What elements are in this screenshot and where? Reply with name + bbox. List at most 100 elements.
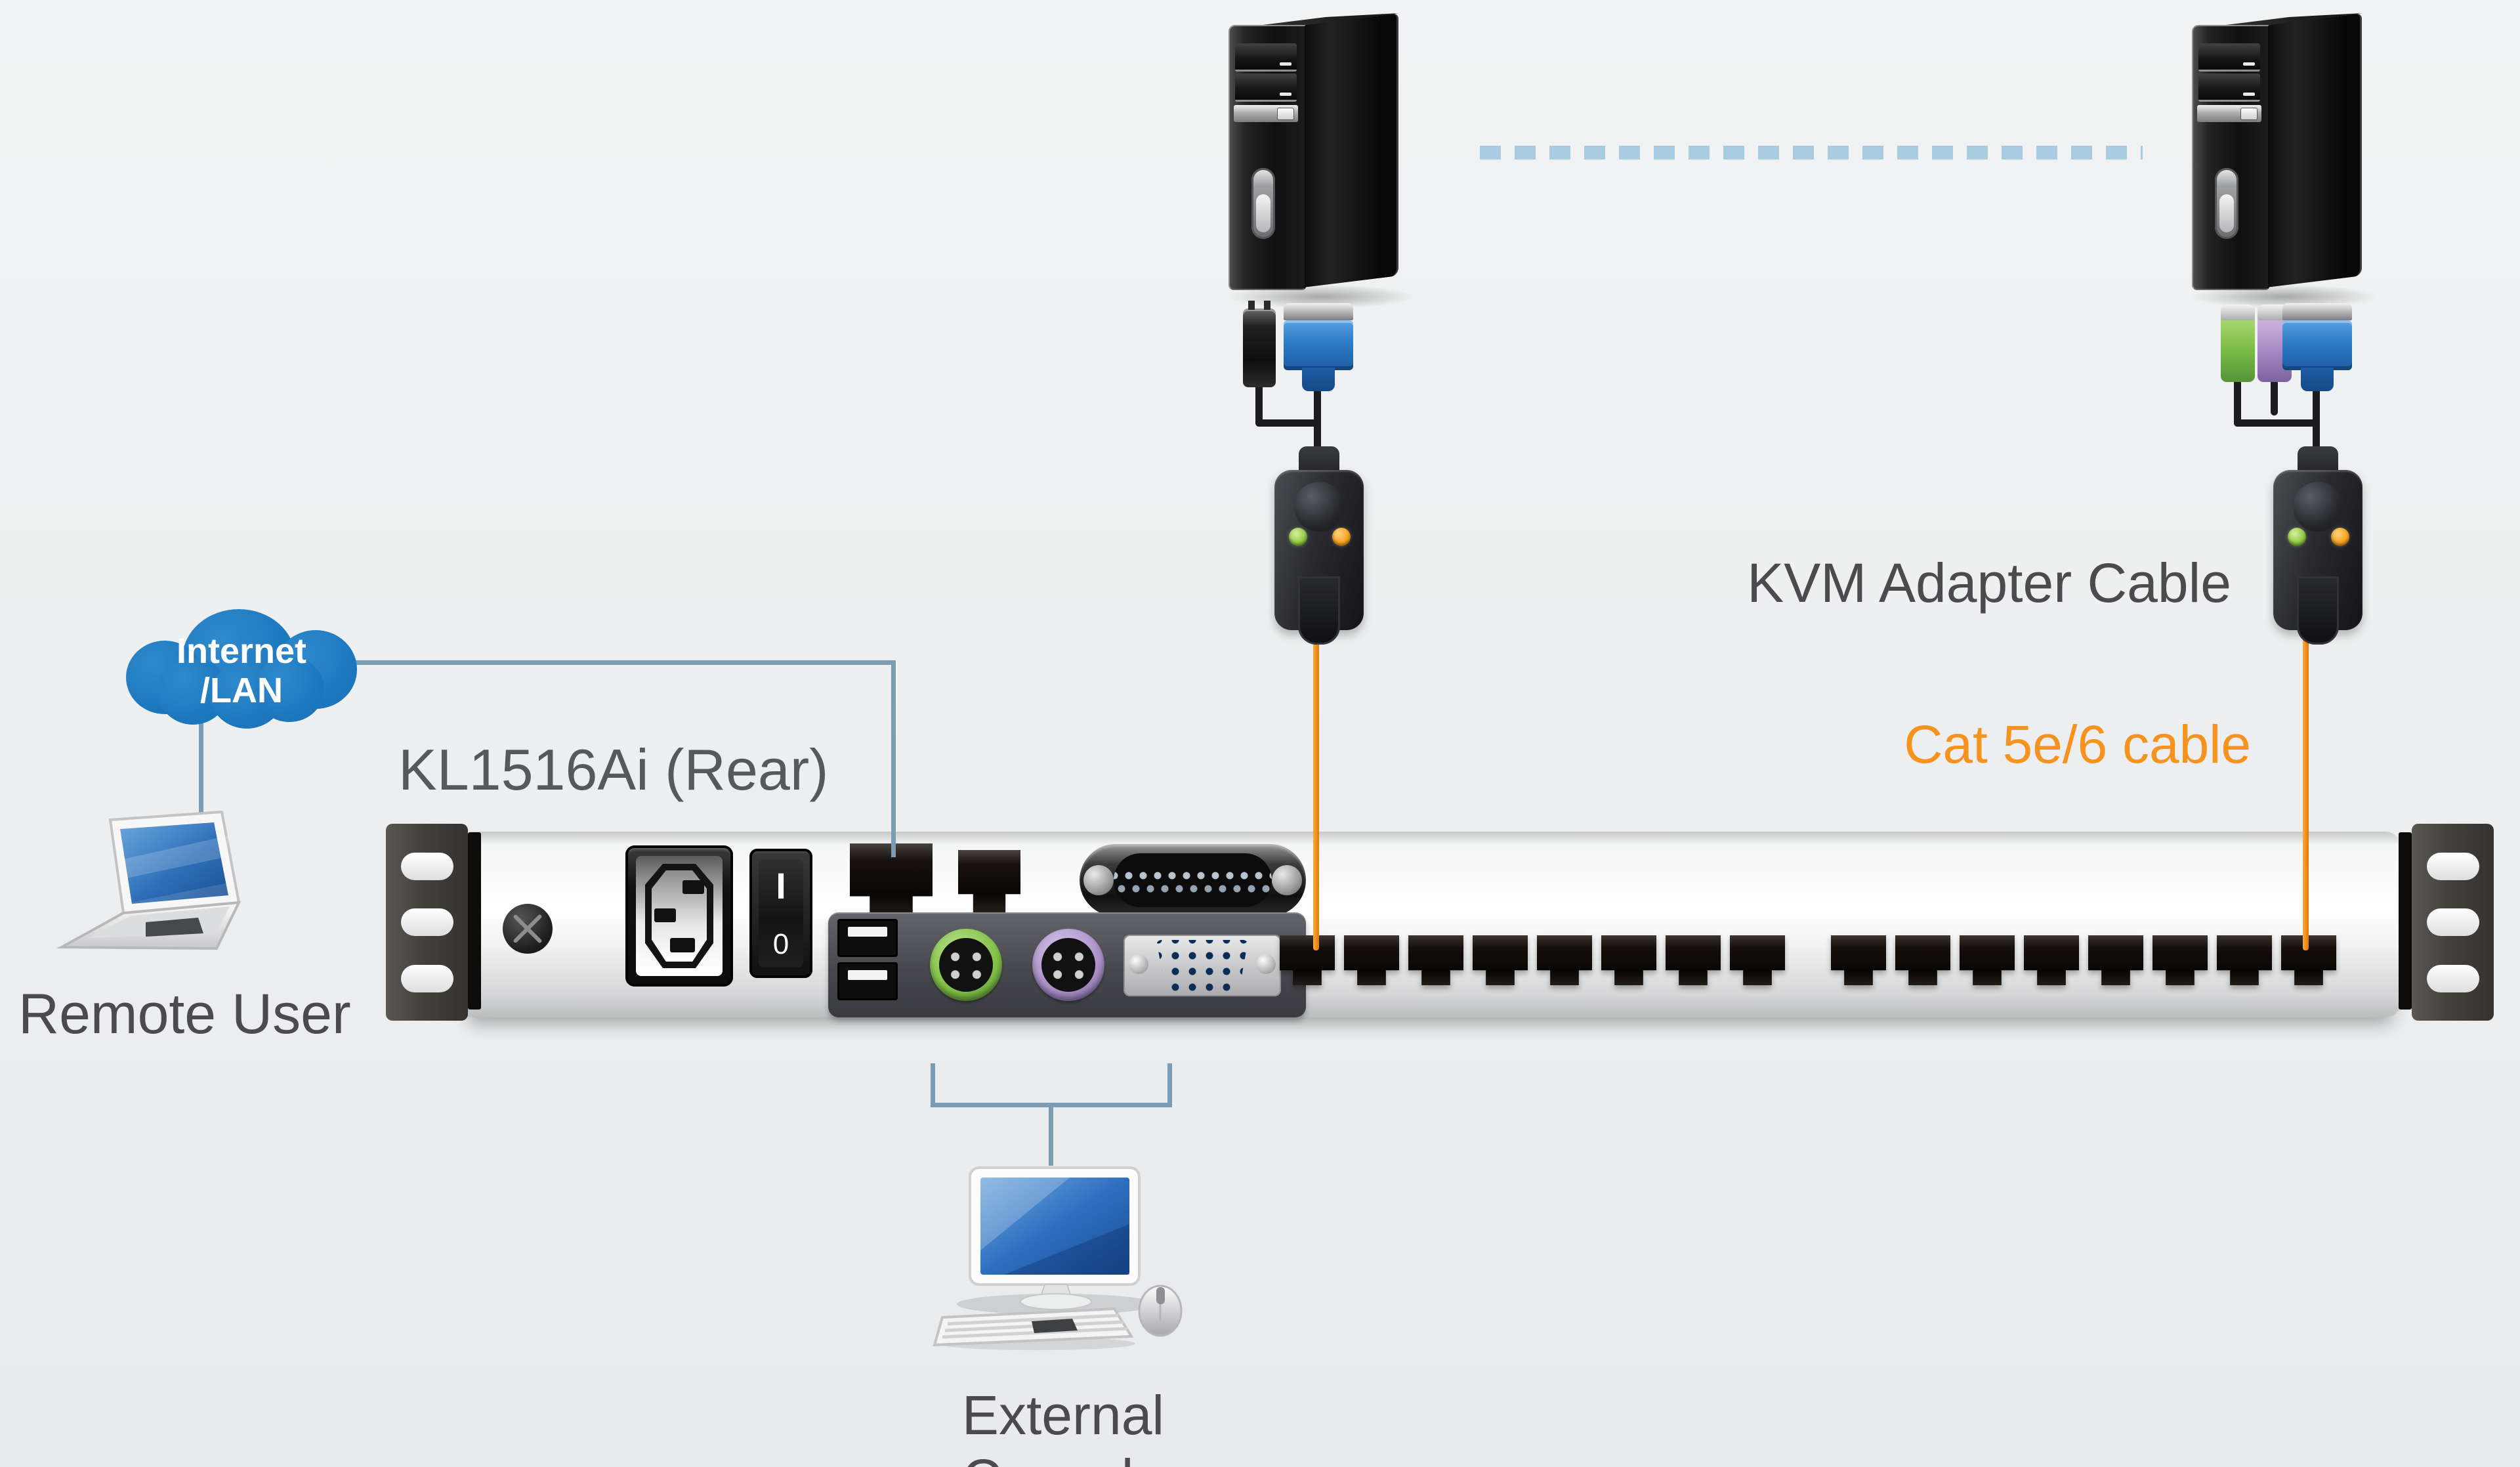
- cat5-port: [1537, 935, 1592, 985]
- device-label: KL1516Ai (Rear): [398, 737, 829, 802]
- power-button-emblem: [2215, 168, 2238, 239]
- grounding-screw: [503, 904, 553, 954]
- server-tower-2: [2183, 12, 2386, 310]
- cat-cable-label: Cat 5e/6 cable: [1904, 715, 2251, 775]
- cat5-port: [2024, 935, 2079, 985]
- vga-console-port: [1124, 935, 1281, 996]
- adapter-led-orange: [2331, 528, 2349, 546]
- cat5-port: [1280, 935, 1335, 985]
- cloud-label: Internet /LAN: [126, 631, 357, 711]
- adapter-led-green: [2288, 528, 2306, 546]
- external-console-label: External Console: [961, 1384, 1165, 1467]
- serial-connector: [1080, 844, 1306, 916]
- cloud-puff: [255, 656, 324, 722]
- cloud-label-line2: /LAN: [200, 671, 283, 711]
- ps2-socket: [939, 938, 993, 992]
- front-trim: [1234, 105, 1298, 122]
- rack-slot: [2426, 908, 2479, 936]
- drive-bay: [2198, 43, 2260, 72]
- rack-ear-right: [2412, 824, 2494, 1021]
- vga-connector-cap: [2282, 303, 2352, 320]
- console-bracket-tick-left: [931, 1063, 935, 1107]
- ps2-keyboard-connector: [2221, 305, 2255, 382]
- adapter-dome: [2293, 482, 2343, 532]
- power-button-emblem: [1251, 168, 1275, 239]
- adapter-strain-relief: [2297, 576, 2339, 645]
- pin-slot: [654, 908, 676, 923]
- thumbscrew: [1272, 865, 1302, 895]
- cat5-port: [1730, 935, 1785, 985]
- drive-bay: [2198, 74, 2260, 102]
- ps2-keyboard-port: [930, 929, 1002, 1001]
- cat5-port: [1344, 935, 1399, 985]
- server-tower-1: [1219, 12, 1423, 310]
- usb-port: [837, 919, 898, 957]
- adapter-strain-relief: [1298, 576, 1340, 645]
- rack-ear-bend: [468, 832, 481, 1010]
- power-off-mark: 0: [772, 928, 789, 960]
- external-console-icon: [933, 1166, 1183, 1350]
- drive-bay: [1235, 74, 1297, 102]
- adapter2-purple-cable: [2271, 379, 2278, 415]
- usb-connector: [1243, 301, 1276, 387]
- tower-side-panel: [1303, 13, 1398, 288]
- drive-bay: [1235, 43, 1297, 72]
- cat5-port: [1601, 935, 1656, 985]
- adapter2-green-cable: [2234, 379, 2241, 427]
- inlet-face: [636, 856, 723, 976]
- lan-line-horizontal: [331, 660, 896, 665]
- cat5-cable-2: [2303, 625, 2309, 950]
- cat5-port: [1895, 935, 1950, 985]
- adapter-led-orange: [1332, 528, 1351, 546]
- rack-ear-bend: [2399, 832, 2412, 1010]
- rack-slot: [400, 964, 453, 992]
- rack-slot: [2426, 964, 2479, 992]
- cat5-port: [1666, 935, 1721, 985]
- vga-screw: [1129, 954, 1148, 974]
- cat5-port-bank-1: [1280, 935, 1785, 985]
- cloud-label-line1: Internet: [176, 631, 307, 671]
- kvm-adapter-1: [1274, 470, 1364, 645]
- vga-connector: [2282, 320, 2352, 370]
- adapter1-usb-cable: [1255, 384, 1263, 427]
- adapter2-vga-cable: [2313, 387, 2320, 454]
- monitor-base: [1020, 1293, 1092, 1310]
- monitor-screen: [980, 1178, 1129, 1275]
- console-bracket-tick-right: [1167, 1063, 1172, 1107]
- tower-side-panel: [2267, 13, 2362, 288]
- pin-slot: [682, 880, 705, 895]
- vga-connector: [1284, 320, 1353, 370]
- cloud-to-laptop-line: [199, 722, 203, 826]
- console-bracket-stem: [1049, 1105, 1053, 1166]
- rack-slot: [2426, 852, 2479, 880]
- cat5-port: [1831, 935, 1886, 985]
- thumbscrew: [1083, 865, 1114, 895]
- usb-port: [837, 962, 898, 1000]
- serial-pins: [1114, 853, 1272, 907]
- remote-user-label: Remote User: [18, 983, 351, 1046]
- cat5-port: [1960, 935, 2015, 985]
- tower-front-panel: [1228, 25, 1306, 290]
- cat5-port: [2088, 935, 2143, 985]
- rack-slot: [400, 908, 453, 936]
- cat5-cable-1: [1313, 625, 1319, 950]
- ps2-mouse-port: [1032, 929, 1104, 1001]
- ps2-socket: [1041, 938, 1095, 992]
- cat5-port: [2217, 935, 2272, 985]
- console-bracket-bar: [931, 1103, 1172, 1107]
- adapter1-vga-cable: [1314, 387, 1321, 454]
- laptop-icon: [56, 811, 242, 950]
- power-rocker: I 0: [759, 859, 803, 967]
- cat5-port: [1408, 935, 1463, 985]
- power-switch: I 0: [749, 849, 812, 978]
- c14-socket: [645, 864, 713, 968]
- console-port-panel: [828, 912, 1306, 1017]
- rack-ear-left: [386, 824, 468, 1021]
- vga-connector-cap: [1284, 303, 1353, 320]
- more-servers-dashed-line: [1480, 146, 2143, 159]
- pin-slot: [670, 937, 695, 953]
- vga-screw: [1256, 954, 1276, 974]
- adapter1-cable-bar: [1255, 419, 1321, 427]
- front-trim: [2197, 105, 2261, 122]
